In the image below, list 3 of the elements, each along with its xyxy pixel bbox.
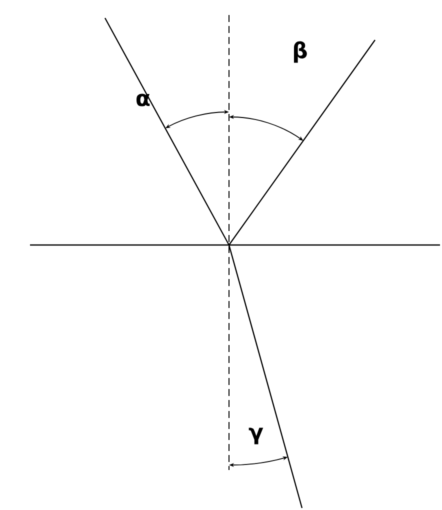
angle-label: β (294, 41, 307, 63)
angle-label: γ (248, 428, 264, 444)
angle-label: α (136, 94, 150, 106)
